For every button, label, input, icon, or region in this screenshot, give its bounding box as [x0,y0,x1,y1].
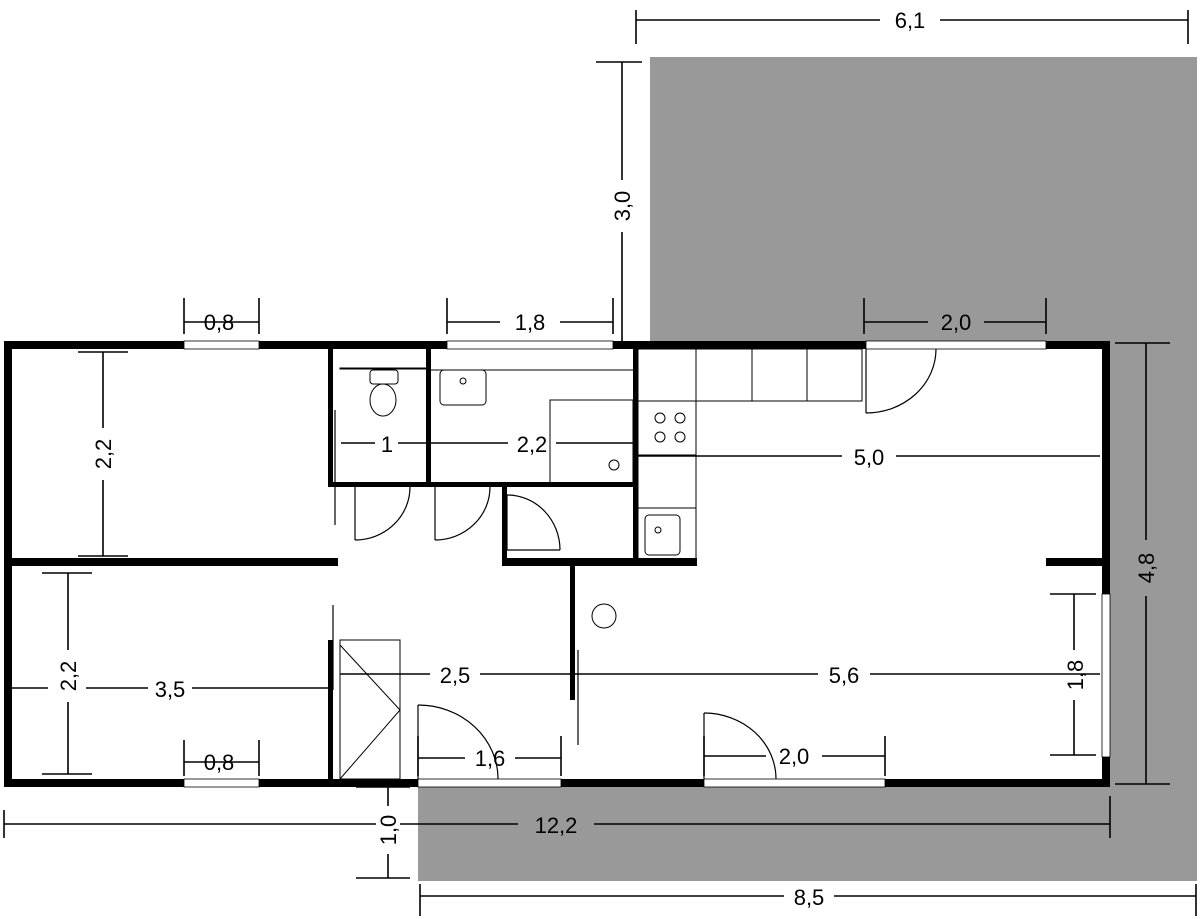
toilet [339,367,427,417]
wall-left [4,341,12,787]
entry-living [703,778,886,788]
label-window-left-top: 0,8 [204,310,235,335]
window-bedroom2 [183,778,260,788]
window-living-right [1101,593,1111,758]
label-door-entrance: 1,6 [475,746,506,771]
kitchen-counter [637,348,863,560]
door-closet [506,494,561,551]
doors [332,348,937,780]
dim-terrace-bottom-width: 8,5 [419,884,1197,916]
label-terrace-top-depth: 3,0 [610,191,635,222]
wall-closet-bottom [502,558,697,566]
dim-wc-width: 1 [341,432,426,457]
wall-hall-east [570,566,575,700]
label-door-top: 2,0 [941,310,972,335]
label-window-left-bottom: 0,8 [204,750,235,775]
wall-wc-bottom [333,482,638,487]
fixtures [339,348,863,780]
dim-bath-width: 2,2 [431,432,633,457]
wall-closet-west [502,487,507,563]
label-bedroom2-width: 3,5 [155,677,186,702]
kitchen-sink [644,514,681,556]
dim-kitchen-width: 5,0 [638,445,1100,470]
entry-hall [417,778,562,788]
label-bath-width: 2,2 [517,432,548,457]
dimensions: 6,1 3,0 0,8 1,8 2, [3,8,1197,916]
dim-bedroom1-depth: 2,2 [78,351,128,557]
door-bedroom1 [354,486,411,541]
wardrobe [339,639,401,780]
label-hall-width: 2,5 [440,663,471,688]
label-door-living-bottom: 2,0 [779,744,810,769]
dim-terrace-top-width: 6,1 [635,8,1189,44]
dim-window-bath: 1,8 [446,298,614,335]
label-terrace-bottom-width: 8,5 [794,885,825,910]
wall-kitchen-west [633,349,638,563]
dim-door-entrance: 1,6 [417,736,562,776]
door-living-bottom [703,712,777,780]
wall-living-stub [1046,558,1102,566]
dim-window-left-top: 0,8 [183,298,260,335]
interior-walls [12,349,1102,787]
label-terrace-bottom-depth: 1,0 [376,815,401,846]
window-bedroom1 [183,340,260,350]
exterior-openings [183,340,1111,788]
dim-total-length: 12,2 [3,796,1111,838]
label-bedroom1-depth: 2,2 [91,439,116,470]
dim-door-living-bottom: 2,0 [703,736,886,776]
terrace-bottom [418,787,1108,881]
dim-terrace-right-depth: 4,8 [1115,342,1170,785]
entry-top [865,340,1047,350]
dim-bedroom2-depth: 2,2 [42,572,92,775]
stove [654,412,686,443]
label-window-right: 1,8 [1063,660,1088,691]
door-wc [434,486,491,541]
terrace-right [1108,343,1197,881]
label-total-length: 12,2 [535,813,578,838]
dim-terrace-bottom-depth: 1,0 [356,786,410,879]
label-kitchen-width: 5,0 [854,445,885,470]
label-window-bath: 1,8 [515,310,546,335]
wall-bedrooms [12,558,338,566]
dim-living-width: 5,6 [575,663,1100,688]
dim-hall-width: 2,5 [340,663,570,688]
label-terrace-top-width: 6,1 [895,8,926,33]
label-bedroom2-depth: 2,2 [56,661,81,692]
stove-round [591,603,617,629]
wall-right [1102,341,1110,787]
door-entry-top [865,348,937,414]
window-bath [446,340,614,350]
bath-fixtures [431,369,634,484]
dim-door-top: 2,0 [863,298,1047,335]
label-terrace-right-depth: 4,8 [1134,553,1159,584]
dim-window-right: 1,8 [1050,593,1096,756]
wall-closet-hall [338,779,418,787]
wall-bedroom2-east [328,640,333,779]
dim-terrace-top-depth: 3,0 [596,61,642,341]
terrace-top [650,57,1197,343]
wall-bedroom1-east [328,349,333,487]
label-living-width: 5,6 [829,663,860,688]
wall-wc-east [426,349,431,487]
terraces [418,57,1197,881]
label-wc-width: 1 [381,432,393,457]
dim-window-left-bottom: 0,8 [183,740,260,776]
dim-bedroom2-width: 3,5 [12,677,330,702]
